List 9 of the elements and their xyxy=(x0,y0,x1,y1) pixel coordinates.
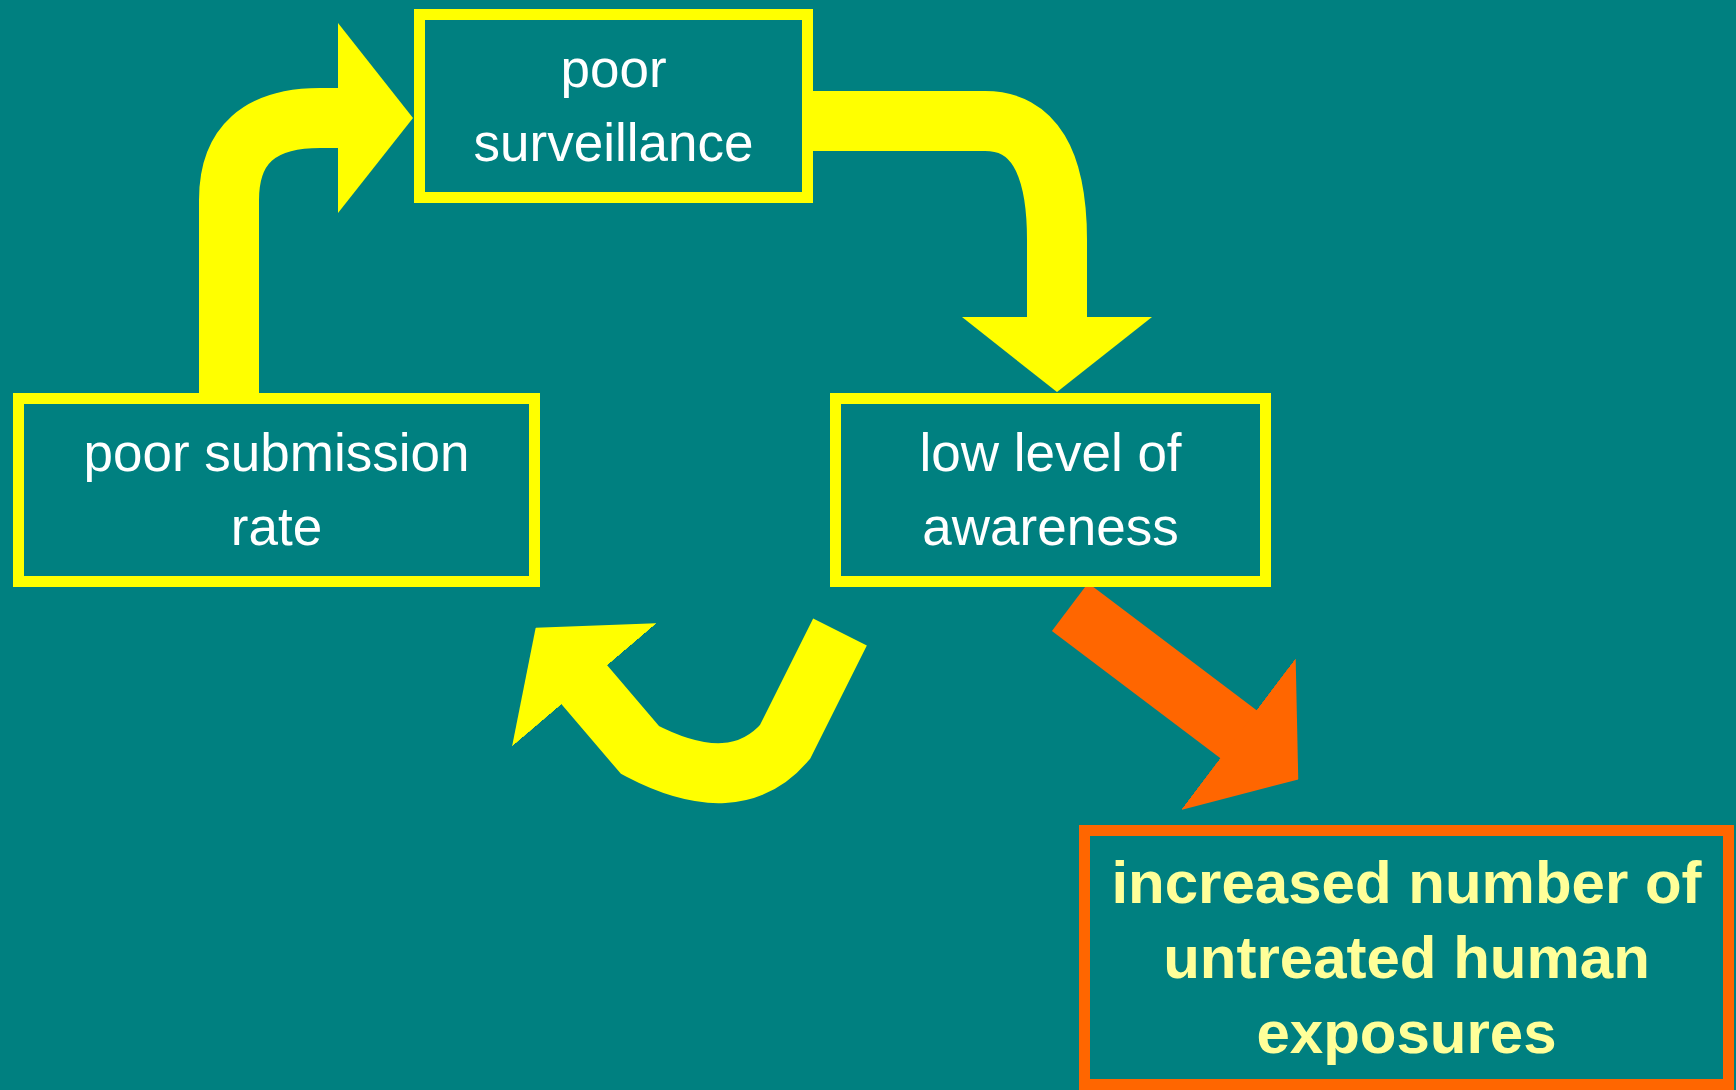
arrow xyxy=(199,23,413,393)
process-box xyxy=(13,393,540,587)
box-label: increased number of untreated human exposures xyxy=(1110,848,1703,1068)
process-box xyxy=(1079,825,1734,1090)
box-label: poor surveillance xyxy=(472,37,755,174)
process-box xyxy=(830,393,1271,587)
process-box xyxy=(414,9,813,203)
box-label: low level of awareness xyxy=(918,421,1183,558)
box-label: poor submission rate xyxy=(82,421,471,558)
